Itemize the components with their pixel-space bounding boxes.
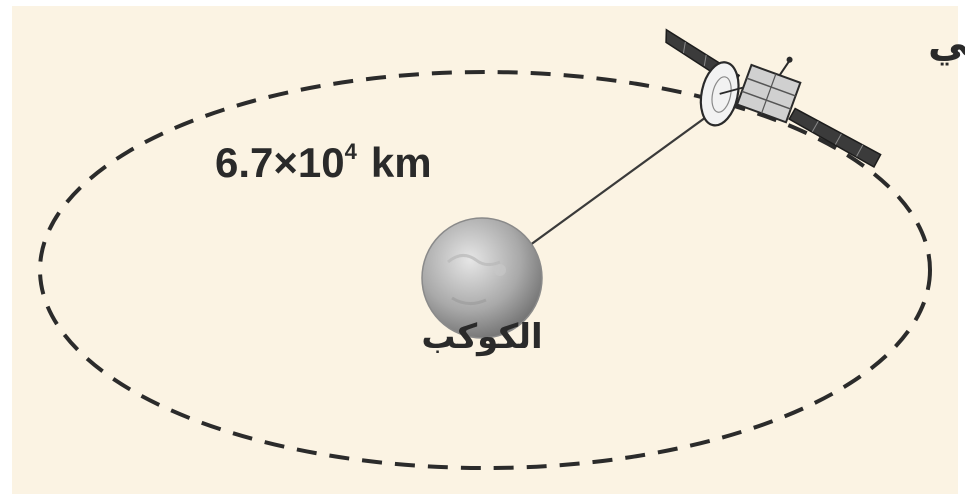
radius-unit: km <box>371 139 432 186</box>
orbit-path <box>38 70 932 470</box>
planet-icon <box>421 217 543 339</box>
satellite-icon <box>665 28 882 169</box>
radius-value: 6.7×10 <box>215 139 345 186</box>
radius-exponent: 4 <box>345 139 358 164</box>
satellite-label: قمر اصطناعي <box>928 20 965 66</box>
radius-label: 6.7×104 km <box>215 139 432 186</box>
planet-label: الكوكب <box>421 317 542 357</box>
